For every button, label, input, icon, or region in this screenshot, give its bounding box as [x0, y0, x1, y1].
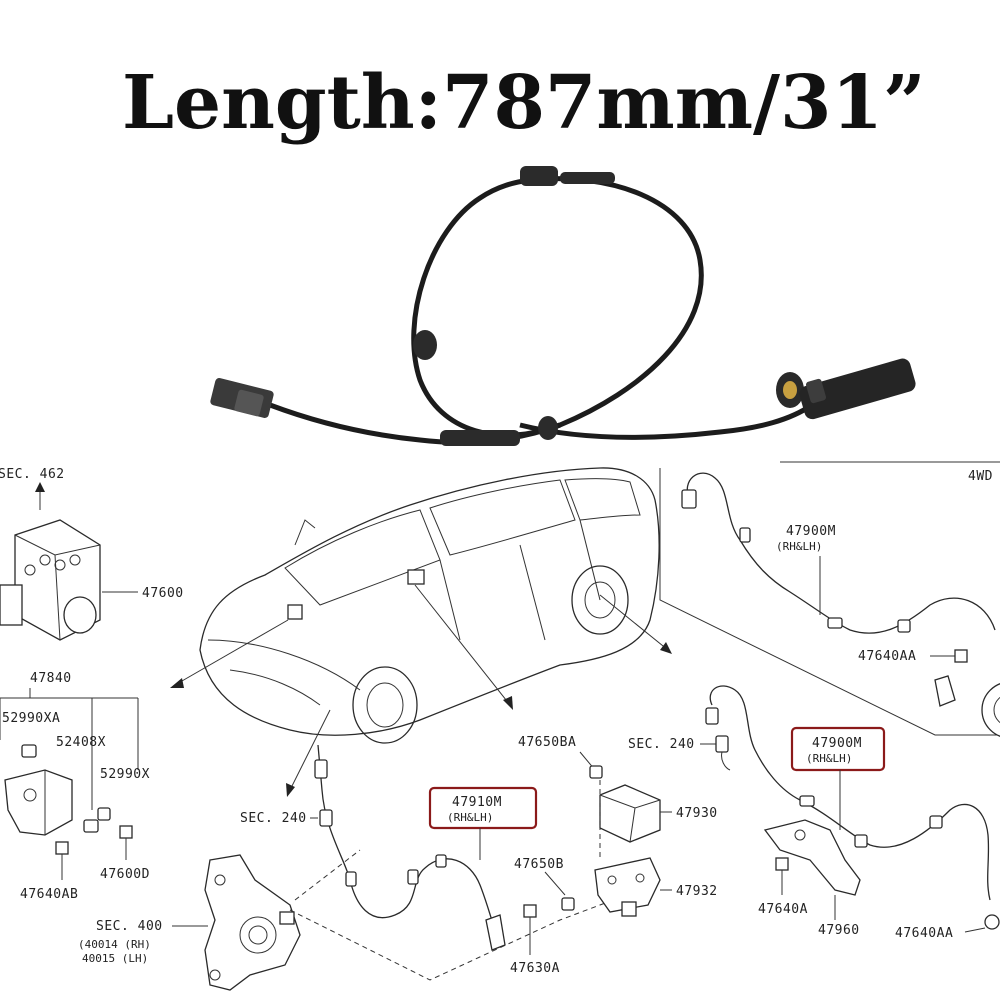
svg-text:(RH&LH): (RH&LH): [447, 811, 493, 824]
cable-grommet-top: [520, 166, 558, 186]
svg-text:47650BA: 47650BA: [518, 735, 576, 750]
cable-connector: [210, 378, 274, 418]
nut-47650b: [561, 897, 575, 911]
svg-text:47650B: 47650B: [514, 857, 564, 872]
svg-text:52990XA: 52990XA: [2, 711, 60, 726]
abs-sensor-cable-photo: [210, 166, 916, 446]
svg-text:47900M: 47900M: [812, 736, 862, 751]
rear-wheel: [571, 565, 629, 635]
svg-text:40015 (LH): 40015 (LH): [82, 952, 148, 965]
svg-text:SEC. 462: SEC. 462: [0, 467, 65, 482]
nut-52990x: [97, 807, 111, 821]
rear-sensor-group-lower: SEC. 240 47900M (RH&LH) 47640A 47960 476…: [628, 685, 1000, 941]
bolt-47640ab: [55, 841, 69, 880]
steering-knuckle: [204, 854, 301, 991]
svg-text:(RH&LH): (RH&LH): [806, 752, 852, 765]
svg-text:47640AA: 47640AA: [895, 926, 953, 941]
cable-loop: [411, 176, 704, 438]
rear-sensor-cable-lower: [709, 685, 991, 901]
svg-text:52990X: 52990X: [100, 767, 150, 782]
svg-text:(40014 (RH): (40014 (RH): [78, 938, 151, 951]
highlight-47910m: [428, 786, 538, 830]
bracket-47960: [763, 819, 861, 896]
svg-text:47600D: 47600D: [100, 867, 150, 882]
svg-text:(RH&LH): (RH&LH): [776, 540, 822, 553]
bracket-47932: [594, 857, 661, 917]
front-sensor-group: SEC. 240 47630A 47910M (RH&LH) SEC. 400 …: [78, 744, 641, 991]
cable-grommet-mid: [413, 330, 437, 360]
length-headline: Length:787mm/31”: [122, 60, 926, 146]
svg-text:47600: 47600: [142, 586, 184, 601]
rear-sensor-group-4wd: 4WD 47900M (RH&LH) 47640AA: [659, 461, 1000, 737]
svg-text:SEC. 400: SEC. 400: [96, 919, 163, 934]
sensor-head: [776, 358, 916, 420]
nut-52408x: [83, 819, 99, 833]
svg-text:47630A: 47630A: [510, 961, 560, 976]
abs-actuator-group: SEC. 462 47600 47840 52990XA 52408X 5299…: [0, 467, 184, 902]
svg-text:SEC. 240: SEC. 240: [240, 811, 307, 826]
bolt-47640a: [775, 857, 789, 895]
svg-text:47932: 47932: [676, 884, 718, 899]
svg-text:47900M: 47900M: [786, 524, 836, 539]
front-wheel: [352, 666, 418, 744]
rear-sensor-cable-upper: [686, 472, 996, 634]
front-sensor-cable: [317, 744, 496, 931]
abs-actuator-unit: [0, 519, 101, 641]
svg-text:47910M: 47910M: [452, 795, 502, 810]
svg-text:52408X: 52408X: [56, 735, 106, 750]
svg-text:47640A: 47640A: [758, 902, 808, 917]
bolt-47650ba: [579, 751, 603, 779]
bolt-47640aa-bottom: [984, 914, 1000, 930]
actuator-bracket: [4, 744, 73, 836]
svg-text:4WD: 4WD: [968, 469, 993, 484]
bolt-47640aa-top: [930, 649, 968, 663]
hub-gear: [981, 683, 1000, 737]
svg-text:SEC. 240: SEC. 240: [628, 737, 695, 752]
svg-text:47960: 47960: [818, 923, 860, 938]
svg-text:47840: 47840: [30, 671, 72, 686]
bolt-47600d: [119, 825, 133, 860]
car-outline: [199, 467, 660, 744]
yaw-sensor-group: 47650BA 47930 47650B 47932: [514, 735, 718, 917]
cable-run-right: [519, 402, 814, 440]
svg-text:47930: 47930: [676, 806, 718, 821]
highlight-47900m-lower: [790, 726, 886, 772]
svg-text:47640AA: 47640AA: [858, 649, 916, 664]
yaw-rate-sensor: [599, 784, 661, 843]
cable-grommet-bottom: [440, 430, 520, 446]
leader-arrows: [170, 584, 672, 797]
svg-text:47640AB: 47640AB: [20, 887, 78, 902]
bolt-47630a: [523, 904, 537, 955]
